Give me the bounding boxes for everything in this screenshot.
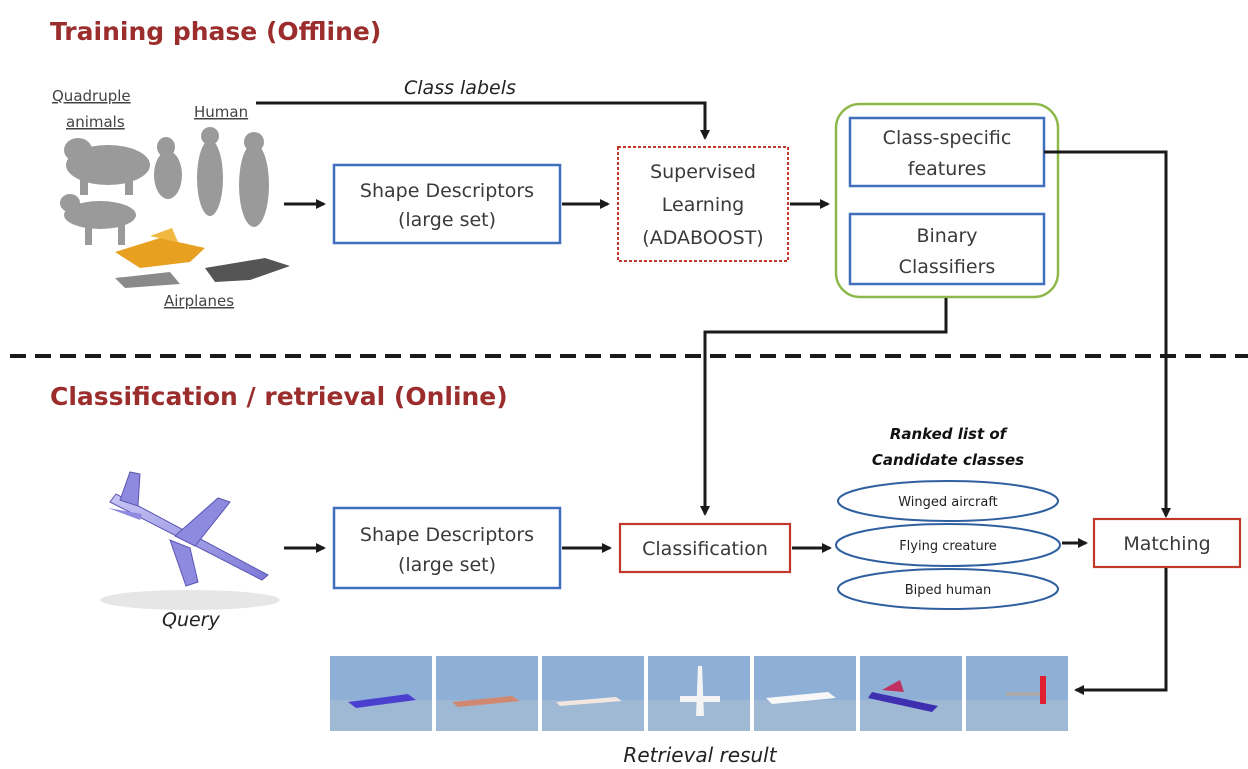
query-label: Query	[162, 609, 220, 631]
retrieval-thumb-5	[754, 656, 856, 731]
class-labels-text: Class labels	[404, 77, 516, 99]
category-label-human: Human	[194, 103, 248, 121]
supervised-learning-box	[617, 146, 789, 262]
class-specific-features-box	[848, 116, 1046, 188]
binary-line1: Binary	[916, 225, 977, 247]
class-specific-line1: Class-specific	[883, 127, 1012, 149]
binary-classifiers-box	[848, 212, 1046, 286]
online-shape-descriptors-line1: Shape Descriptors	[360, 524, 534, 546]
classification-label: Classification	[642, 538, 768, 560]
online-phase-title: Classification / retrieval (Online)	[50, 382, 508, 411]
classification-box	[618, 522, 792, 574]
query-airplane-image	[100, 471, 280, 610]
retrieval-thumb-3	[542, 656, 644, 731]
matching-label: Matching	[1123, 533, 1210, 555]
supervised-line1: Supervised	[650, 161, 756, 183]
category-label-quadruple: Quadruple	[52, 87, 131, 105]
online-shape-descriptors-line2: (large set)	[398, 554, 496, 576]
training-shapes-image	[60, 127, 290, 288]
training-shape-descriptors-box	[332, 163, 562, 245]
candidate-oval-3	[837, 568, 1059, 610]
candidate-label-3: Biped human	[905, 583, 992, 598]
class-specific-line2: features	[908, 158, 987, 180]
retrieval-thumb-4	[648, 656, 750, 731]
retrieval-result-strip	[328, 655, 1070, 732]
class-labels-arrow	[256, 101, 710, 140]
candidate-oval-1	[837, 480, 1059, 522]
category-label-animals: animals	[66, 113, 125, 131]
retrieval-thumb-1	[330, 656, 432, 731]
ranked-list-title-line1: Ranked list of	[890, 425, 1009, 443]
arrow-features-to-matching	[1044, 150, 1171, 518]
candidate-label-2: Flying creature	[899, 539, 997, 554]
retrieval-thumb-6	[860, 656, 962, 731]
training-shape-descriptors-line1: Shape Descriptors	[360, 180, 534, 202]
candidate-oval-2	[835, 523, 1061, 567]
supervised-line3: (ADABOOST)	[642, 227, 763, 249]
arrow-matching-to-retrieval	[1074, 568, 1168, 695]
retrieval-thumb-7	[966, 656, 1068, 731]
training-shape-descriptors-line2: (large set)	[398, 209, 496, 231]
retrieval-result-label: Retrieval result	[623, 743, 777, 767]
candidate-label-1: Winged aircraft	[898, 495, 998, 510]
online-shape-descriptors-box	[332, 506, 562, 590]
arrow-classifiers-to-classification	[700, 298, 948, 516]
binary-line2: Classifiers	[899, 256, 996, 278]
matching-box	[1092, 517, 1242, 569]
supervised-line2: Learning	[662, 194, 745, 216]
retrieval-thumb-2	[436, 656, 538, 731]
category-label-airplanes: Airplanes	[164, 292, 234, 310]
ranked-list-title-line2: Candidate classes	[872, 451, 1024, 469]
training-phase-title: Training phase (Offline)	[50, 17, 381, 46]
